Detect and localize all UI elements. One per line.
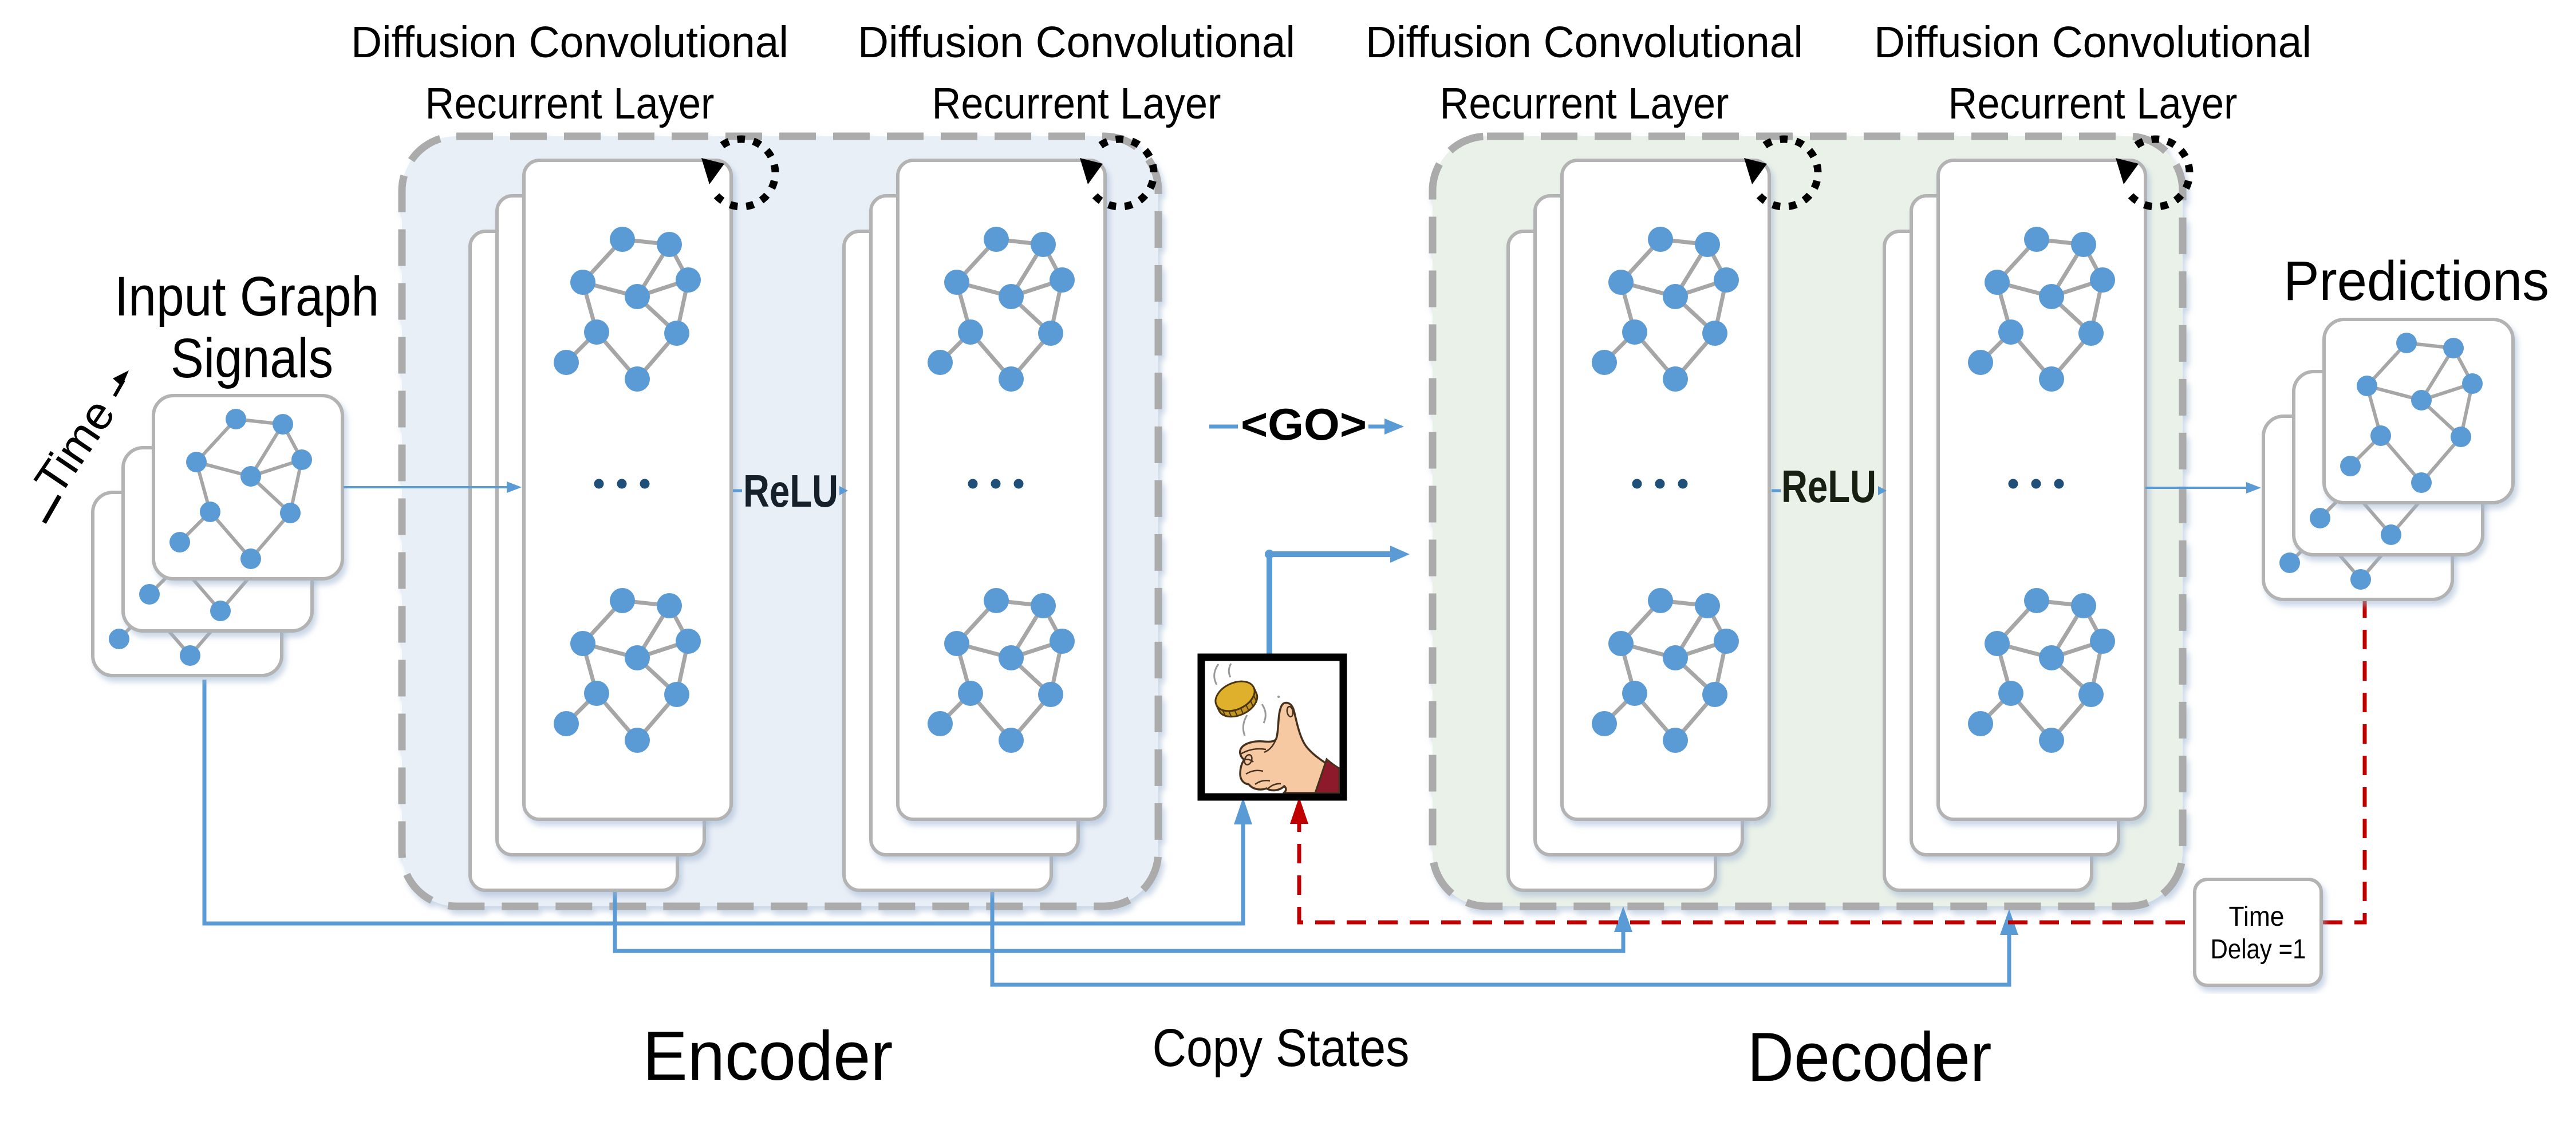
svg-text:Diffusion Convolutional: Diffusion Convolutional	[1366, 18, 1803, 67]
svg-text:ReLU: ReLU	[1781, 461, 1876, 512]
svg-text:Diffusion Convolutional: Diffusion Convolutional	[351, 18, 788, 67]
svg-text:<GO>: <GO>	[1241, 399, 1367, 449]
svg-text:Delay =1: Delay =1	[2211, 934, 2306, 965]
svg-text:ReLU: ReLU	[743, 465, 838, 516]
svg-text:Diffusion Convolutional: Diffusion Convolutional	[1874, 18, 2311, 67]
svg-text:Recurrent Layer: Recurrent Layer	[425, 79, 715, 128]
svg-text:Diffusion Convolutional: Diffusion Convolutional	[858, 18, 1295, 67]
svg-text:Time: Time	[25, 390, 124, 504]
svg-text:Signals: Signals	[171, 327, 333, 389]
svg-text:Recurrent Layer: Recurrent Layer	[1948, 79, 2238, 128]
svg-text:Recurrent Layer: Recurrent Layer	[1440, 79, 1729, 128]
svg-text:Input Graph: Input Graph	[115, 265, 379, 327]
svg-text:Time: Time	[2229, 902, 2285, 932]
svg-text:Decoder: Decoder	[1747, 1018, 1992, 1096]
svg-text:Encoder: Encoder	[643, 1017, 893, 1095]
svg-text:Copy States: Copy States	[1153, 1018, 1410, 1077]
svg-text:Predictions: Predictions	[2283, 250, 2549, 312]
svg-text:Recurrent Layer: Recurrent Layer	[932, 79, 1221, 128]
